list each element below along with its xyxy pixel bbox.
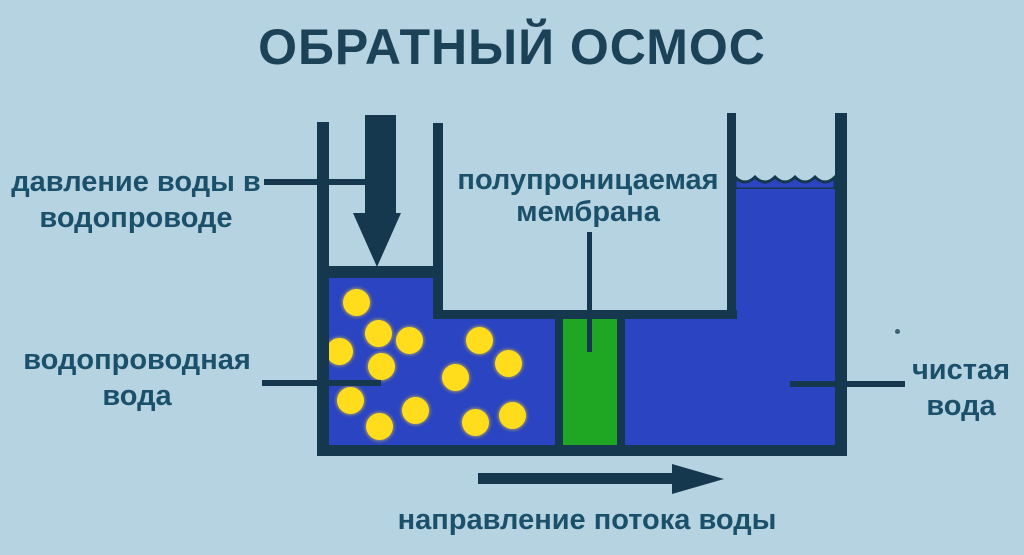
- contaminant-dot: [494, 349, 522, 377]
- tap-water-pointer-line: [262, 380, 381, 386]
- tap-water-label-line2: вода: [102, 380, 172, 412]
- right-arrow-head-icon: [672, 464, 724, 494]
- page-title: ОБРАТНЫЙ ОСМОС: [258, 19, 766, 75]
- contaminant-dot: [395, 326, 423, 354]
- contaminant-dot: [342, 288, 370, 316]
- contaminant-dot: [498, 401, 526, 429]
- contaminant-dot: [441, 363, 469, 391]
- contaminant-dot: [401, 396, 429, 424]
- pressure-label-line1: давление воды в: [11, 166, 261, 198]
- channel-water-right: [625, 318, 737, 445]
- clean-tank-right-wall: [835, 113, 847, 455]
- contaminant-dot: [465, 326, 493, 354]
- membrane-label-line2: мембрана: [516, 196, 660, 228]
- pressure-label: давление воды в водопроводе: [0, 164, 272, 236]
- clean-water-label: чистая вода: [898, 352, 1024, 424]
- flow-direction-label: направление потока воды: [397, 504, 777, 536]
- membrane-pointer-line: [587, 232, 592, 352]
- membrane-label: полупроницаемая мембрана: [448, 164, 728, 228]
- tap-water-label: водопроводная вода: [0, 342, 274, 414]
- membrane-label-line1: полупроницаемая: [457, 164, 719, 196]
- channel-ledge: [433, 310, 737, 319]
- down-arrow-head-icon: [353, 213, 401, 267]
- clean-water-label-line1: чистая: [911, 354, 1011, 386]
- contaminant-dot: [325, 337, 353, 365]
- clean-water-pointer-line: [790, 381, 905, 387]
- clean-water-column: [736, 186, 835, 445]
- clean-water-label-line2: вода: [926, 390, 996, 422]
- stray-mark: [895, 329, 900, 334]
- chamber-divider-wall: [433, 123, 443, 319]
- tank-left-wall: [317, 122, 329, 455]
- water-surface-wave: [735, 174, 835, 189]
- tank-bottom: [317, 445, 847, 456]
- pressure-label-line2: водопроводе: [39, 202, 233, 234]
- down-arrow-icon: [365, 115, 396, 215]
- contaminant-dot: [367, 352, 395, 380]
- contaminant-dot: [364, 319, 392, 347]
- pressure-pointer-line: [264, 179, 365, 185]
- tap-water-label-line1: водопроводная: [23, 344, 251, 376]
- contaminant-dot: [365, 412, 393, 440]
- right-arrow-icon: [478, 473, 674, 484]
- piston-plate: [320, 266, 438, 278]
- contaminant-dot: [461, 408, 489, 436]
- clean-tank-left-wall: [727, 113, 736, 319]
- contaminant-dot: [336, 386, 364, 414]
